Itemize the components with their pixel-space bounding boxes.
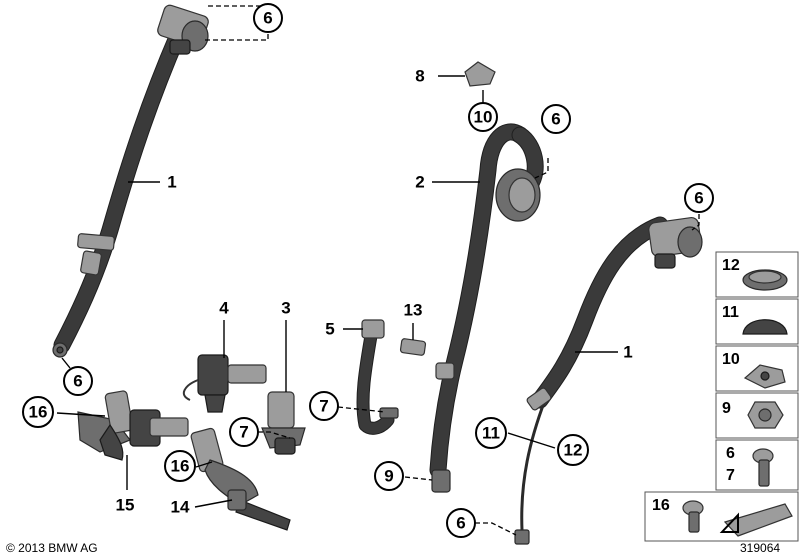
part-4-buckle xyxy=(182,354,267,413)
part-3-buckle xyxy=(261,391,306,455)
svg-text:9: 9 xyxy=(384,467,393,486)
part-5-strap xyxy=(356,319,399,435)
belt-anchor-right xyxy=(514,529,530,545)
callout-13: 13 xyxy=(404,301,423,320)
callout-3: 3 xyxy=(281,299,290,318)
svg-text:12: 12 xyxy=(722,257,740,274)
svg-text:11: 11 xyxy=(722,304,739,321)
svg-text:7: 7 xyxy=(726,467,735,484)
callout-1-right: 1 xyxy=(623,343,632,362)
belt-retractor-right xyxy=(648,216,703,269)
legend-cell-9: 9 xyxy=(715,392,799,439)
callout-14: 14 xyxy=(171,498,190,517)
belt-retractor-center xyxy=(495,168,541,222)
svg-text:12: 12 xyxy=(564,441,583,460)
diagram-id: 319064 xyxy=(740,541,780,555)
legend-cell-10: 10 xyxy=(715,345,799,392)
callout-6-top-left: 6 xyxy=(253,3,283,33)
part-13-cover xyxy=(399,338,427,356)
callout-10-center: 10 xyxy=(468,102,498,132)
arrow-icon xyxy=(719,512,739,533)
callout-2: 2 xyxy=(415,173,424,192)
callouts: 6 1 6 8 10 6 2 6 1 4 3 5 13 16 xyxy=(22,3,714,538)
svg-text:16: 16 xyxy=(652,497,670,514)
legend-cell-6-7: 6 7 xyxy=(715,439,799,491)
callout-7-left: 7 xyxy=(229,417,259,447)
callout-4: 4 xyxy=(219,299,229,318)
belt-tongue-center xyxy=(435,362,455,380)
svg-text:7: 7 xyxy=(319,397,328,416)
callout-6-left-anchor: 6 xyxy=(63,366,93,396)
belt-anchor-center xyxy=(431,469,451,493)
svg-text:6: 6 xyxy=(456,514,465,533)
callout-8: 8 xyxy=(415,67,424,86)
belt-tongue-left xyxy=(77,233,115,276)
callout-5: 5 xyxy=(325,320,334,339)
leader-lines xyxy=(56,5,700,536)
parts-legend: 12 11 10 9 6 7 1 xyxy=(644,251,799,542)
svg-text:10: 10 xyxy=(474,108,493,127)
seat-belt-left xyxy=(52,4,209,358)
svg-text:10: 10 xyxy=(722,351,740,368)
svg-text:16: 16 xyxy=(29,403,48,422)
svg-text:7: 7 xyxy=(239,423,248,442)
svg-text:6: 6 xyxy=(551,110,560,129)
svg-text:11: 11 xyxy=(482,424,500,443)
svg-text:6: 6 xyxy=(73,372,82,391)
svg-text:6: 6 xyxy=(263,9,272,28)
copyright-text: © 2013 BMW AG xyxy=(6,541,98,555)
callout-6-right: 6 xyxy=(684,183,714,213)
seat-belt-right xyxy=(514,216,703,545)
callout-9-center: 9 xyxy=(374,461,404,491)
callout-11-right: 11 xyxy=(475,417,507,449)
legend-cell-11: 11 xyxy=(715,298,799,345)
belt-tongue-right xyxy=(526,387,552,411)
belt-anchor-left xyxy=(52,342,68,358)
belt-retractor-left xyxy=(157,4,209,55)
svg-text:6: 6 xyxy=(726,445,735,462)
svg-text:16: 16 xyxy=(171,457,190,476)
callout-16-left: 16 xyxy=(22,396,54,428)
part-14-buckle-assembly xyxy=(190,427,291,531)
svg-text:9: 9 xyxy=(722,400,731,417)
svg-text:6: 6 xyxy=(694,189,703,208)
callout-1-left: 1 xyxy=(167,173,176,192)
part-8-cap xyxy=(464,61,496,87)
legend-cell-12: 12 xyxy=(715,251,799,298)
callout-6-bottom: 6 xyxy=(446,508,476,538)
callout-7-center: 7 xyxy=(309,391,339,421)
seat-belt-center xyxy=(429,123,544,493)
callout-16-center: 16 xyxy=(164,450,196,482)
part-15-buckle-assembly xyxy=(77,390,189,461)
callout-6-center: 6 xyxy=(541,104,571,134)
callout-15: 15 xyxy=(116,496,135,515)
callout-12-right: 12 xyxy=(557,434,589,466)
legend-cell-16: 16 xyxy=(644,491,799,542)
